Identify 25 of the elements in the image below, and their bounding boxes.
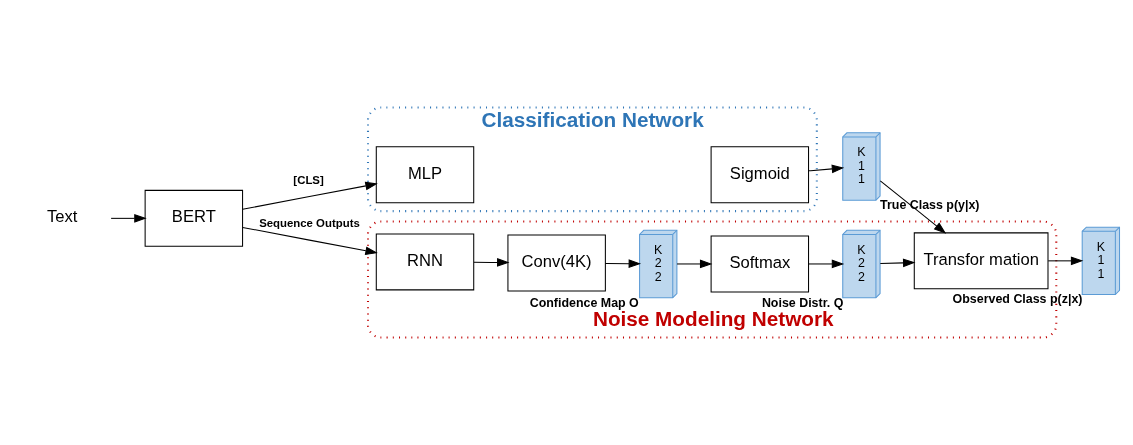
node-box: Conv(4K) [507,234,606,292]
arrow [676,259,713,269]
node-box: Softmax [710,235,810,293]
node-box: RNN [375,233,475,291]
node-label: Observed Class p(z|x) [952,292,1083,307]
arrow [242,226,378,256]
node-label: Confidence Map O [529,295,639,310]
arrow [879,180,947,234]
arrow [879,258,916,268]
node-label: Noise Distr. Q [761,295,844,310]
arrow [242,181,378,210]
arrow [473,258,510,267]
arrow [604,259,642,269]
node-box: Transfor mation [913,232,1049,290]
node-box: BERT [144,189,244,247]
edge-label: [CLS] [293,173,324,186]
arrow [808,164,845,174]
arrow [110,214,147,223]
arrow [1047,256,1084,266]
node-label: True Class p(y|x) [880,198,980,213]
arrow [808,259,845,269]
edge-label: Sequence Outputs [259,217,360,230]
node-box: MLP [375,146,475,204]
node-box: Sigmoid [710,146,810,204]
node-text: Text [47,207,78,227]
